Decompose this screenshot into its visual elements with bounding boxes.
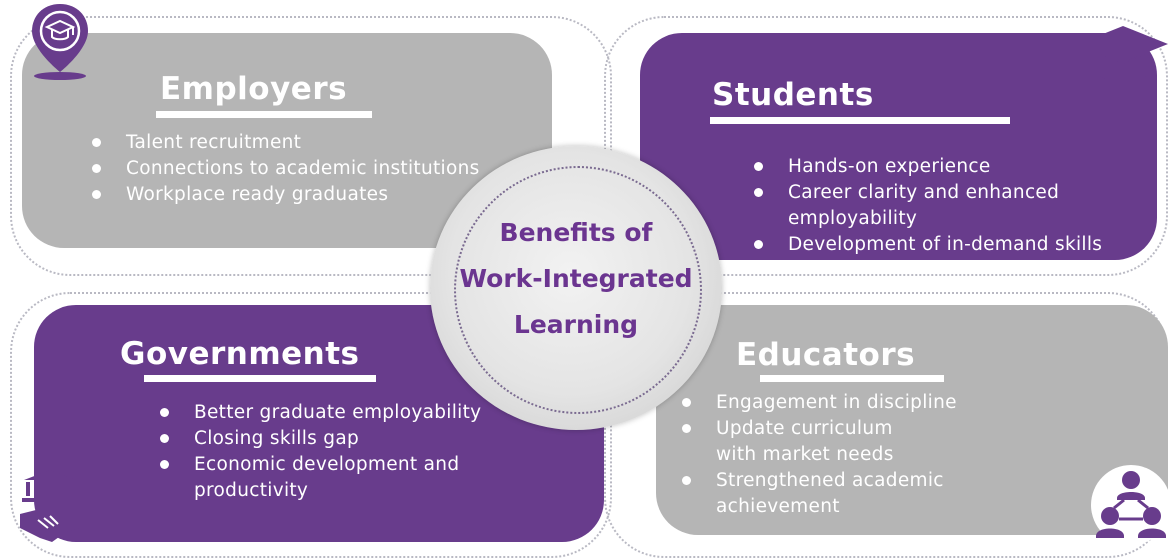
students-title: Students [712, 77, 874, 113]
list-item: with market needs [716, 444, 894, 465]
list-item: Talent recruitment [90, 130, 480, 156]
educators-underline [760, 375, 944, 382]
panel-educators [656, 305, 1168, 535]
government-handshake-icon [20, 460, 80, 542]
list-item: Closing skills gap [158, 426, 481, 452]
center-title: Benefits of Work-Integrated Learning [430, 210, 722, 348]
governments-list: Better graduate employability Closing sk… [158, 400, 481, 504]
list-item: Workplace ready graduates [90, 182, 480, 208]
list-item: Development of in-demand skills [752, 232, 1102, 258]
list-item: Hands-on experience [752, 154, 1102, 180]
frame-employers [10, 16, 612, 276]
list-item: Economic development and [158, 452, 481, 478]
center-title-line-2: Work-Integrated [459, 264, 693, 293]
graduation-cap-icon [1078, 26, 1168, 88]
location-pin-graduation-icon [32, 4, 88, 80]
educators-title: Educators [736, 337, 916, 373]
educators-list: Engagement in discipline Update curricul… [680, 390, 957, 520]
list-item: Connections to academic institutions [90, 156, 480, 182]
governments-title: Governments [120, 336, 360, 372]
list-item: Strengthened academic [680, 468, 957, 494]
list-item: achievement [716, 496, 840, 517]
list-item: Engagement in discipline [680, 390, 957, 416]
frame-students [604, 16, 1168, 276]
students-underline [710, 117, 1010, 124]
employers-underline [156, 111, 372, 118]
center-title-line-3: Learning [513, 310, 639, 339]
governments-underline [144, 375, 376, 382]
list-item: Update curriculum [680, 416, 957, 442]
list-item: Career clarity and enhanced [752, 180, 1102, 206]
employers-title: Employers [160, 71, 348, 107]
employers-list: Talent recruitment Connections to academ… [90, 130, 480, 208]
list-item: employability [788, 208, 918, 229]
panel-students [640, 33, 1157, 260]
center-dotted-ring [454, 166, 702, 414]
list-item: productivity [194, 480, 309, 501]
people-network-icon [1091, 465, 1171, 545]
students-list: Hands-on experience Career clarity and e… [752, 154, 1102, 258]
center-title-line-1: Benefits of [499, 218, 653, 247]
list-item: Better graduate employability [158, 400, 481, 426]
